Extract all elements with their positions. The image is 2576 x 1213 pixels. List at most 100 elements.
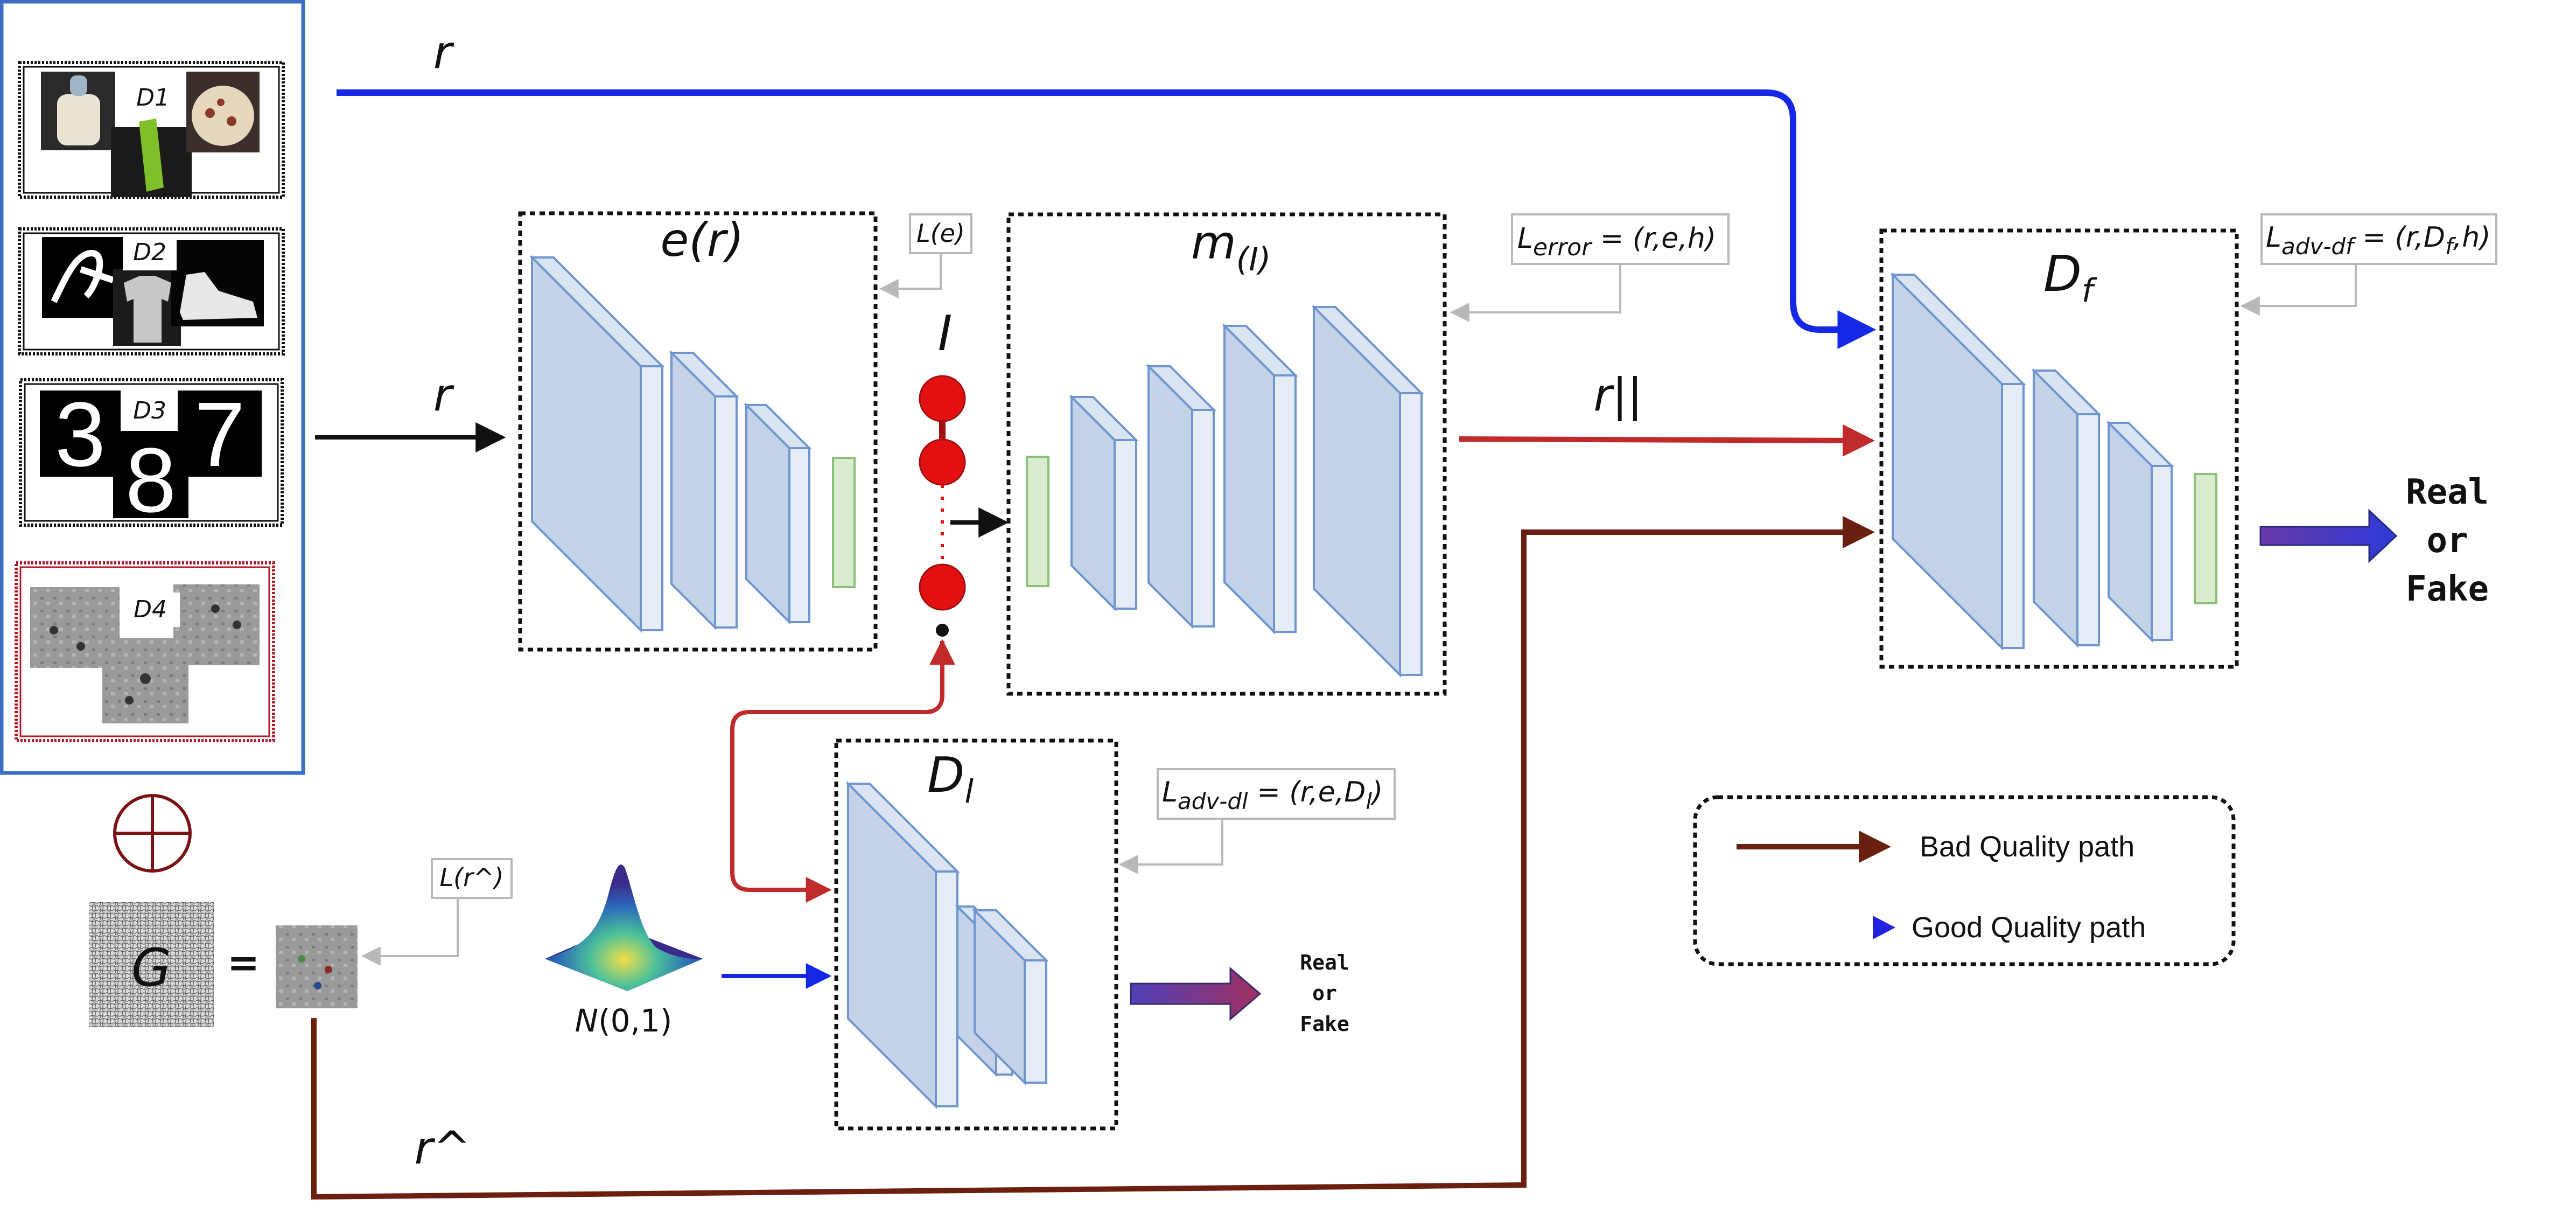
loss-rhat: L(r^) xyxy=(361,858,513,966)
loss-adv-dl-rest-b: ) xyxy=(1370,776,1383,808)
latent-output-real: Real xyxy=(1300,951,1349,974)
decoder-block: m(I) xyxy=(1006,212,1447,696)
legend-frame xyxy=(1693,795,2236,966)
bottle-body xyxy=(57,94,100,145)
loss-rhat-box xyxy=(431,858,513,899)
final-discriminator-layer-3 xyxy=(2106,420,2174,643)
legend-good-label: Good Quality path xyxy=(1912,911,2146,944)
dataset-panel: D1 D2 3 8 7 D3 xyxy=(0,0,305,775)
dataset-d2-frame xyxy=(18,227,285,355)
latent-discriminator-title-sub: l xyxy=(964,773,974,811)
generator-noise-image xyxy=(89,902,214,1027)
d4-label: D4 xyxy=(134,596,167,623)
loss-adv-dl: Ladv-dl = (r,e,Dl) xyxy=(1118,768,1396,874)
dataset-d3-inner-frame xyxy=(24,383,279,522)
final-output-arrow xyxy=(2259,508,2398,563)
dataset-frame xyxy=(0,0,305,775)
dataset-d4-frame xyxy=(15,561,275,742)
encoder-latent-vector xyxy=(832,457,856,588)
final-output-fake: Fake xyxy=(2406,569,2489,609)
encoder-layer-3 xyxy=(744,402,812,625)
d2-label: D2 xyxy=(133,239,166,266)
d1-label: D1 xyxy=(136,84,170,111)
dataset-d4: D4 xyxy=(15,561,275,742)
loss-adv-df-rest-a: = (r,D xyxy=(2354,221,2445,254)
digit-7: 7 xyxy=(194,384,246,486)
latent-discriminator-title: Dl xyxy=(927,747,974,811)
latent-discriminator-block: Dl xyxy=(834,738,1118,1131)
bad-quality-path-arrow xyxy=(311,516,1875,1200)
decoder-title-main: m xyxy=(1191,216,1236,270)
latent-output-or: or xyxy=(1312,981,1337,1005)
loss-error-sub: error xyxy=(1533,234,1593,261)
r-parallel-label: r|| xyxy=(1593,368,1642,421)
loss-error-rest: = (r,e,h) xyxy=(1591,222,1716,255)
generated-sample-thumbnail xyxy=(276,925,358,1008)
latent-node-1 xyxy=(919,375,966,422)
loss-e-arrow xyxy=(879,253,942,298)
final-output: Real or Fake xyxy=(2259,472,2489,609)
decoder-title-sub: (I) xyxy=(1236,241,1271,278)
dataset-d2: D2 xyxy=(18,227,285,355)
generator-label: G xyxy=(131,938,171,998)
latent-input-point xyxy=(936,624,949,637)
gaussian-icon: N(0,1) xyxy=(545,865,703,1039)
loss-rhat-arrow xyxy=(361,898,459,966)
latent-label: I xyxy=(938,305,953,362)
digit-8: 8 xyxy=(125,429,177,532)
loss-adv-df-symbol: L xyxy=(2266,221,2281,254)
latent-code: I xyxy=(919,305,966,637)
digit-8-thumbnail xyxy=(113,431,188,518)
loss-adv-df-box xyxy=(2260,213,2497,265)
encoder-frame xyxy=(518,211,878,652)
final-discriminator-layer-1 xyxy=(1890,272,2026,651)
loss-e-label: L(e) xyxy=(916,219,965,248)
oplus-icon xyxy=(113,794,192,873)
loss-error-box xyxy=(1511,213,1730,265)
d2-label-bg xyxy=(123,237,177,270)
dataset-d3: 3 8 7 D3 xyxy=(19,378,284,532)
gaussian-label: N(0,1) xyxy=(575,1002,673,1039)
loss-adv-df-sub: adv-df xyxy=(2281,233,2357,260)
r-top-label: r xyxy=(433,26,454,79)
loss-adv-df: Ladv-df = (r,Df,h) xyxy=(2240,213,2497,316)
loss-adv-dl-arrow xyxy=(1118,819,1223,874)
loss-error-arrow xyxy=(1450,264,1621,322)
reconstruction-arrow xyxy=(1459,424,1875,457)
final-output-or: or xyxy=(2426,521,2468,561)
d3-label-bg xyxy=(122,392,178,430)
final-discriminator-title-sub: f xyxy=(2082,272,2097,310)
decoder-layer-1 xyxy=(1069,394,1139,611)
encoder-block: e(r) xyxy=(518,211,878,652)
latent-discriminator-frame xyxy=(834,738,1118,1131)
loss-adv-dl-rest-sub: l xyxy=(1366,788,1372,814)
dataset-d4-inner-frame xyxy=(19,566,270,737)
final-discriminator-layer-2 xyxy=(2031,368,2102,648)
gaussian-surface xyxy=(545,865,703,991)
loss-adv-df-arrow xyxy=(2240,264,2357,316)
loss-adv-df-rest-b: ,h) xyxy=(2453,221,2491,254)
gaussian-label-params: (0,1) xyxy=(598,1002,673,1039)
loss-adv-df-label: Ladv-df = (r,Df,h) xyxy=(2266,221,2491,260)
loss-adv-dl-box xyxy=(1157,768,1396,820)
digit-3: 3 xyxy=(55,384,106,486)
decoder-frame xyxy=(1006,212,1447,696)
shoe-shape xyxy=(180,272,257,320)
d3-label: D3 xyxy=(133,397,166,424)
equals-sign: = xyxy=(227,940,260,985)
latent-discriminator-layer-3 xyxy=(972,908,1049,1085)
d4-label-bg xyxy=(121,592,180,627)
dataset-d1-frame xyxy=(18,61,285,199)
legend: Bad Quality path Good Quality path xyxy=(1693,795,2236,966)
final-discriminator-title: Df xyxy=(2043,245,2097,310)
final-discriminator-frame xyxy=(1879,228,2239,669)
loss-rhat-label: L(r^) xyxy=(440,863,504,892)
latent-output-arrow xyxy=(1130,966,1262,1021)
dataset-d2-inner-frame xyxy=(23,232,280,351)
final-output-real: Real xyxy=(2406,472,2489,512)
decoder-latent-vector xyxy=(1026,456,1049,587)
loss-e: L(e) xyxy=(879,213,972,298)
loss-adv-dl-sub: adv-dl xyxy=(1178,788,1248,814)
decoder-layer-4 xyxy=(1311,304,1424,678)
